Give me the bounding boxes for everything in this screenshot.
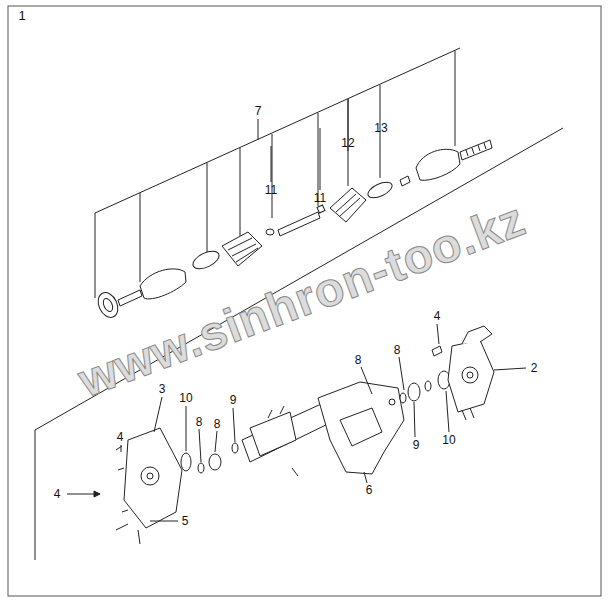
callout-number: 8 xyxy=(355,354,362,366)
callout-number: 8 xyxy=(394,344,401,356)
callout-number: 4 xyxy=(117,431,124,443)
callout-number: 7 xyxy=(255,105,262,117)
callout-number: 10 xyxy=(442,434,455,446)
callout-number: 4 xyxy=(54,488,61,500)
callout-number: 12 xyxy=(341,137,354,149)
callout-number: 8 xyxy=(214,418,221,430)
callout-number: 9 xyxy=(230,394,237,406)
callout-number: 1 xyxy=(18,9,25,22)
callout-number: 5 xyxy=(182,515,189,527)
callout-number: 2 xyxy=(531,362,538,374)
callout-number: 10 xyxy=(179,392,192,404)
callout-number: 8 xyxy=(196,416,203,428)
watermark: www.sinhron-too.kz xyxy=(72,195,531,405)
callout-number: 13 xyxy=(374,122,387,134)
callout-number: 6 xyxy=(366,484,373,496)
callout-number: 9 xyxy=(413,439,420,451)
callout-number: 3 xyxy=(159,383,166,395)
callout-number: 11 xyxy=(265,184,277,196)
callout-number: 11 xyxy=(314,192,326,204)
callout-number: 4 xyxy=(434,310,441,322)
